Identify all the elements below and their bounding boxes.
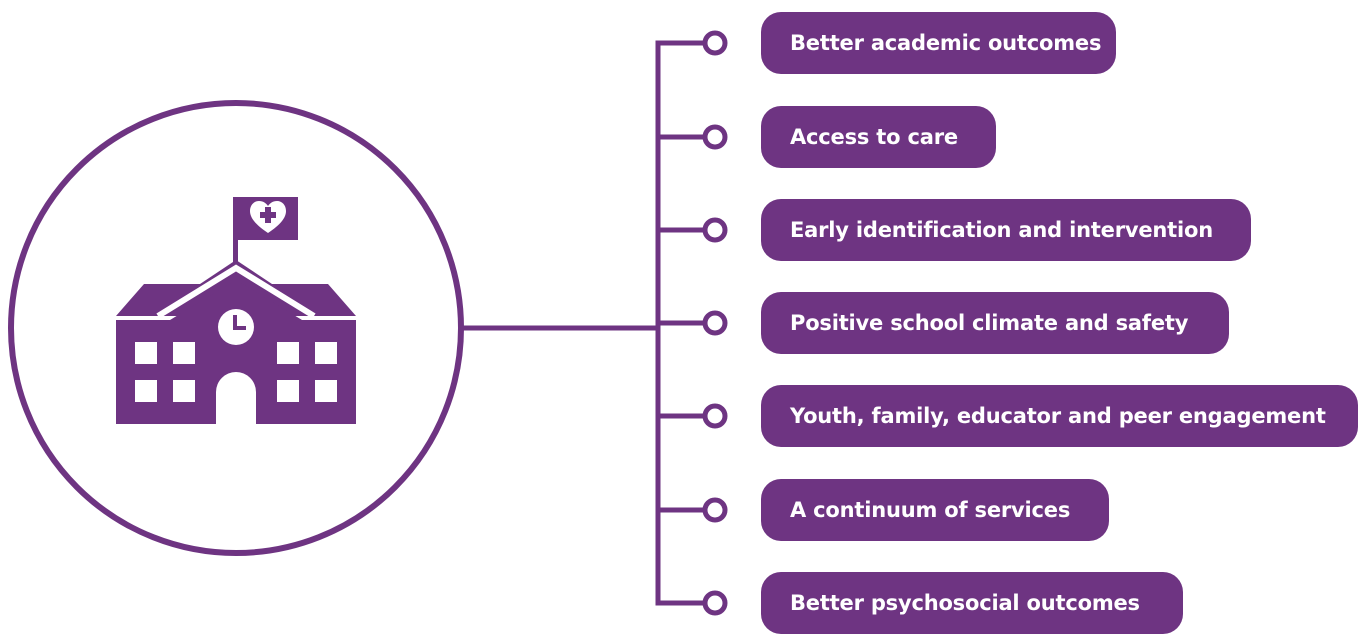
outcome-label: Youth, family, educator and peer engagem… xyxy=(790,404,1326,428)
window xyxy=(173,342,195,364)
window xyxy=(135,380,157,402)
branch-node xyxy=(702,497,728,523)
outcome-pill: Youth, family, educator and peer engagem… xyxy=(761,385,1358,447)
window xyxy=(135,342,157,364)
branch-node xyxy=(702,310,728,336)
door xyxy=(216,372,256,424)
outcome-pill: Better academic outcomes xyxy=(761,12,1116,74)
window xyxy=(277,342,299,364)
outcome-pill: Access to care xyxy=(761,106,996,168)
outcome-label: Access to care xyxy=(790,125,958,149)
outcome-label: Better academic outcomes xyxy=(790,31,1102,55)
outcome-pill: A continuum of services xyxy=(761,479,1109,541)
branch-node xyxy=(702,124,728,150)
heart-plus-icon xyxy=(250,201,286,233)
window xyxy=(315,380,337,402)
branch-node xyxy=(702,217,728,243)
window xyxy=(173,380,195,402)
outcome-pill: Better psychosocial outcomes xyxy=(761,572,1183,634)
school-building-icon xyxy=(116,197,356,424)
branch-node xyxy=(702,403,728,429)
outcome-label: Better psychosocial outcomes xyxy=(790,591,1140,615)
branch-node xyxy=(702,30,728,56)
outcome-pill: Positive school climate and safety xyxy=(761,292,1229,354)
window xyxy=(277,380,299,402)
window xyxy=(315,342,337,364)
flagpole xyxy=(233,197,238,263)
outcome-pill: Early identification and intervention xyxy=(761,199,1251,261)
outcome-label: A continuum of services xyxy=(790,498,1071,522)
branch-connectors xyxy=(655,30,728,616)
outcome-label: Early identification and intervention xyxy=(790,218,1213,242)
clock-icon xyxy=(218,309,254,345)
outcome-label: Positive school climate and safety xyxy=(790,311,1189,335)
branch-node xyxy=(702,590,728,616)
